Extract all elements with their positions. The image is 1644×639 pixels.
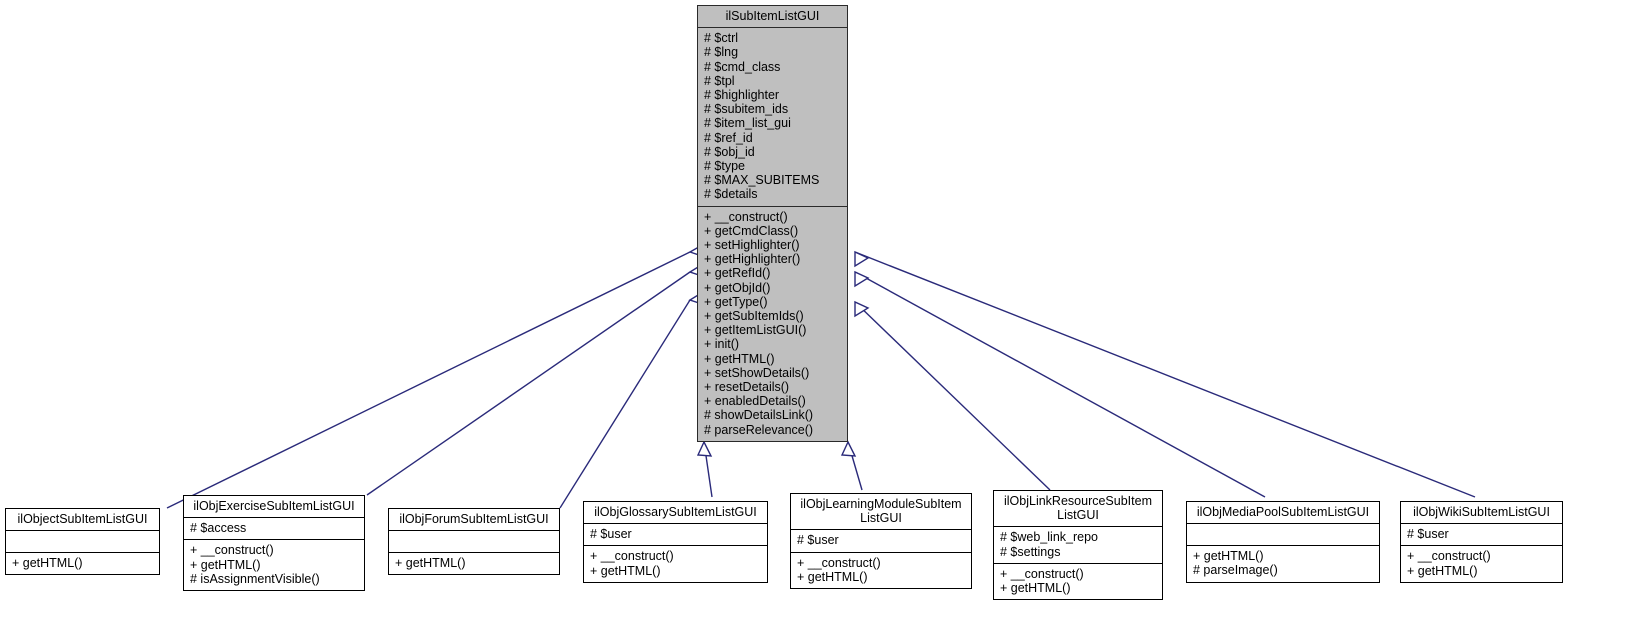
class-member: # showDetailsLink() [704, 408, 814, 423]
class-operations: + __construct()+ getHTML() [1401, 546, 1562, 581]
class-box-ilObjectSubItemListGUI[interactable]: ilObjectSubItemListGUI + getHTML() [5, 508, 160, 576]
class-operations: + __construct()+ getHTML()# isAssignment… [184, 540, 364, 590]
class-member: # $details [704, 187, 758, 202]
class-member: + getHTML() [590, 563, 661, 578]
edge-to-ilObjLearningModuleSubItemListGUI [847, 441, 863, 491]
arrowhead-ilObjWikiSubItemListGUI [854, 250, 870, 268]
class-box-ilObjExerciseSubItemListGUI[interactable]: ilObjExerciseSubItemListGUI # $access + … [183, 495, 365, 592]
class-attributes: # $user [584, 524, 767, 547]
arrowhead-ilObjLinkResourceSubItemListGUI [854, 300, 870, 318]
class-member: + getHTML() [797, 569, 868, 584]
class-operations: + __construct()+ getHTML() [791, 553, 971, 588]
class-member: # $MAX_SUBITEMS [704, 173, 820, 188]
class-member: + getHTML() [704, 351, 775, 366]
class-box-ilObjForumSubItemListGUI[interactable]: ilObjForumSubItemListGUI + getHTML() [388, 508, 560, 576]
class-attributes: # $ctrl# $lng# $cmd_class# $tpl# $highli… [698, 28, 847, 207]
class-member: + getHTML() [12, 556, 83, 571]
class-member: # $highlighter [704, 88, 780, 103]
class-member: + __construct() [1000, 566, 1084, 581]
arrowhead-ilObjLearningModuleSubItemListGUI [840, 440, 857, 457]
class-member: + __construct() [704, 209, 788, 224]
class-member: + __construct() [1407, 549, 1491, 564]
class-title: ilObjLearningModuleSubItem ListGUI [791, 494, 971, 531]
class-attributes: # $user [1401, 524, 1562, 547]
class-title: ilObjMediaPoolSubItemListGUI [1187, 502, 1379, 525]
class-title: ilObjExerciseSubItemListGUI [184, 496, 364, 519]
class-member: + setHighlighter() [704, 238, 800, 253]
class-operations: + __construct()+ getHTML() [994, 564, 1162, 599]
class-operations: + getHTML() [389, 553, 559, 574]
class-member: # $tpl [704, 73, 735, 88]
class-box-ilObjLinkResourceSubItemListGUI[interactable]: ilObjLinkResourceSubItem ListGUI # $web_… [993, 490, 1163, 601]
arrowhead-ilObjMediaPoolSubItemListGUI [854, 270, 870, 288]
class-box-ilObjWikiSubItemListGUI[interactable]: ilObjWikiSubItemListGUI # $user + __cons… [1400, 501, 1563, 583]
class-member: + getHighlighter() [704, 252, 801, 267]
class-member: # $user [797, 533, 839, 548]
edge-to-ilObjForumSubItemListGUI [559, 299, 691, 509]
class-member: # $ref_id [704, 130, 753, 145]
class-member: # $ctrl [704, 31, 739, 46]
class-member: + __construct() [190, 543, 274, 558]
class-member: # $user [590, 527, 632, 542]
edge-to-ilObjLinkResourceSubItemListGUI [854, 301, 1051, 491]
class-member: # $item_list_gui [704, 116, 791, 131]
class-member: + init() [704, 337, 740, 352]
class-member: + getObjId() [704, 280, 771, 295]
class-title: ilObjForumSubItemListGUI [389, 509, 559, 532]
edge-to-ilObjGlossarySubItemListGUI [703, 441, 713, 498]
class-member: + getSubItemIds() [704, 309, 804, 324]
class-title: ilSubItemListGUI [698, 6, 847, 29]
class-box-ilObjMediaPoolSubItemListGUI[interactable]: ilObjMediaPoolSubItemListGUI + getHTML()… [1186, 501, 1380, 583]
class-member: + getCmdClass() [704, 223, 799, 238]
class-attributes: # $access [184, 518, 364, 541]
class-member: # $access [190, 521, 247, 536]
class-member: + __construct() [797, 555, 881, 570]
class-member: + getHTML() [1407, 563, 1478, 578]
class-attributes [389, 531, 559, 554]
class-member: + getHTML() [1000, 581, 1071, 596]
class-member: + __construct() [590, 549, 674, 564]
class-member: + getType() [704, 294, 768, 309]
class-title: ilObjectSubItemListGUI [6, 509, 159, 532]
edge-to-ilObjectSubItemListGUI [166, 251, 691, 509]
class-member: + getHTML() [1193, 549, 1264, 564]
class-operations: + __construct()+ getCmdClass()+ setHighl… [698, 207, 847, 441]
class-member: # parseImage() [1193, 563, 1278, 578]
class-box-ilObjGlossarySubItemListGUI[interactable]: ilObjGlossarySubItemListGUI # $user + __… [583, 501, 768, 583]
class-operations: + getHTML() [6, 553, 159, 574]
class-member: + enabledDetails() [704, 394, 806, 409]
class-member: + getHTML() [190, 557, 261, 572]
class-member: # isAssignmentVisible() [190, 571, 320, 586]
class-title: ilObjWikiSubItemListGUI [1401, 502, 1562, 525]
class-attributes: # $user [791, 530, 971, 553]
class-member: + getRefId() [704, 266, 771, 281]
class-title: ilObjGlossarySubItemListGUI [584, 502, 767, 525]
class-member: + resetDetails() [704, 380, 790, 395]
class-member: + getHTML() [395, 556, 466, 571]
edge-to-ilObjMediaPoolSubItemListGUI [854, 271, 1266, 498]
class-member: # $web_link_repo [1000, 530, 1098, 545]
class-member: # $type [704, 159, 746, 174]
class-member: # $lng [704, 45, 739, 60]
class-operations: + getHTML()# parseImage() [1187, 546, 1379, 581]
class-member: + setShowDetails() [704, 365, 810, 380]
edge-to-ilObjExerciseSubItemListGUI [366, 271, 691, 496]
class-member: # parseRelevance() [704, 422, 814, 437]
class-attributes [6, 531, 159, 554]
arrowhead-ilObjGlossarySubItemListGUI [696, 440, 713, 457]
class-attributes [1187, 524, 1379, 547]
class-member: # $obj_id [704, 144, 755, 159]
class-member: # $settings [1000, 544, 1061, 559]
class-title: ilObjLinkResourceSubItem ListGUI [994, 491, 1162, 528]
class-attributes: # $web_link_repo# $settings [994, 527, 1162, 564]
class-box-ilSubItemListGUI[interactable]: ilSubItemListGUI # $ctrl# $lng# $cmd_cla… [697, 5, 848, 442]
class-box-ilObjLearningModuleSubItemListGUI[interactable]: ilObjLearningModuleSubItem ListGUI # $us… [790, 493, 972, 590]
class-member: # $cmd_class [704, 59, 781, 74]
class-operations: + __construct()+ getHTML() [584, 546, 767, 581]
class-member: # $user [1407, 527, 1449, 542]
class-member: # $subitem_ids [704, 102, 789, 117]
edge-to-ilObjWikiSubItemListGUI [854, 251, 1476, 498]
class-member: + getItemListGUI() [704, 323, 807, 338]
